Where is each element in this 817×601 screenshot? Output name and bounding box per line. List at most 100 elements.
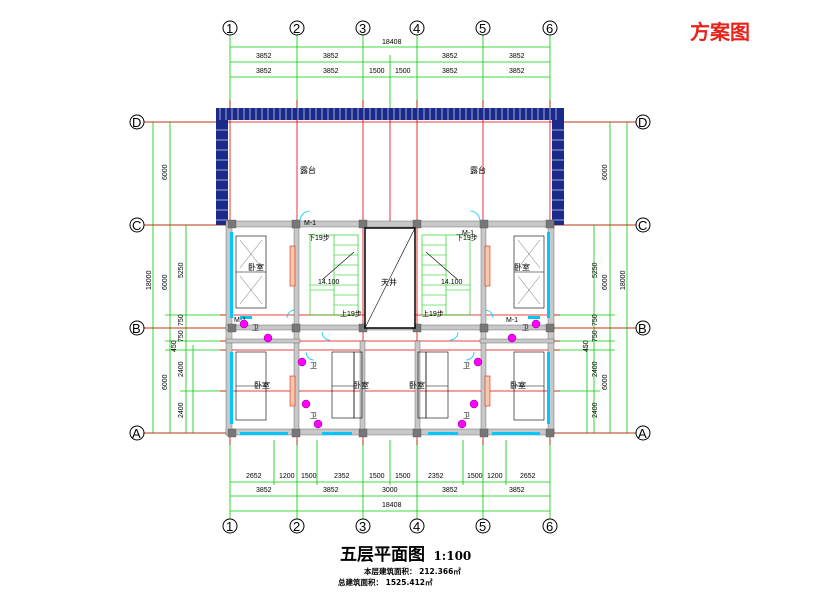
dim-right-2400b: 2400: [592, 402, 599, 418]
axis-row-B-left: B: [132, 321, 141, 336]
axis-col-4-bottom: 4: [413, 519, 420, 534]
total-area-label: 总建筑面积：: [338, 578, 383, 587]
dim-top2-5: 3852: [442, 68, 458, 75]
dim-right-750b: 750: [592, 330, 599, 342]
dim-right-5250: 5250: [592, 262, 599, 278]
windows: [230, 232, 550, 435]
dim-right-6000-top: 6000: [602, 164, 609, 180]
dim-top-1: 3852: [256, 53, 272, 60]
toilet-label-6: 卫: [463, 412, 470, 420]
dim-left-6000-bot: 6000: [162, 374, 169, 390]
bottom-dimensions: [229, 440, 551, 520]
toilet-label-1: 卫: [252, 324, 259, 332]
dim-bot2-5: 3852: [509, 487, 525, 494]
axis-col-2-top: 2: [293, 21, 300, 36]
floor-area-value: 212.366㎡: [419, 567, 461, 576]
bath-toilet-labels: 卫 卫 卫 卫 卫 卫: [252, 324, 529, 420]
dim-left-18000: 18000: [146, 270, 153, 290]
total-area-value: 1525.412㎡: [385, 578, 433, 587]
dim-bot2-4: 3852: [442, 487, 458, 494]
axis-col-6-bottom: 6: [546, 519, 553, 534]
dim-right-450: 450: [583, 340, 590, 352]
scheme-label: 方案图: [690, 20, 750, 44]
axis-col-4-top: 4: [413, 21, 420, 36]
dim-bot-1: 2652: [246, 473, 262, 480]
beds: [235, 235, 545, 421]
terrace-right-label: 露台: [470, 165, 486, 175]
left-dim-text: 6000 18000 6000 5250 750 750 450 6000 24…: [146, 164, 185, 418]
floor-area-line: 本层建筑面积： 212.366㎡: [364, 566, 461, 577]
axis-bubbles: [129, 20, 651, 534]
axis-row-C-right: C: [638, 218, 647, 233]
doors: [286, 210, 494, 361]
dim-right-2400a: 2400: [592, 361, 599, 377]
axis-row-C-left: C: [132, 218, 141, 233]
stair-left-up: 上19步: [340, 309, 362, 318]
dim-left-2400b: 2400: [178, 402, 185, 418]
dim-left-750b: 750: [178, 330, 185, 342]
floor-area-label: 本层建筑面积：: [364, 567, 417, 576]
stair-right-down: 下19步: [456, 234, 478, 242]
dim-bot-7: 2352: [428, 473, 444, 480]
drawing-title: 五层平面图: [340, 545, 425, 565]
bath-fixtures: [239, 319, 541, 429]
toilet-label-4: 卫: [463, 362, 470, 370]
wardrobes: [289, 245, 491, 407]
dim-bot-5: 1500: [369, 473, 385, 480]
axis-col-5-top: 5: [479, 21, 486, 36]
dim-bot-6: 1500: [395, 473, 411, 480]
right-dim-text: 6000 18000 6000 5250 750 750 450 6000 24…: [583, 164, 627, 418]
dim-right-6000-bot: 6000: [602, 374, 609, 390]
top-dim-text: 18408 3852 3852 3852 3852 3852 3852 1500…: [256, 39, 525, 75]
top-dimensions: [229, 30, 551, 110]
toilet-label-5: 卫: [310, 412, 317, 420]
axis-col-3-bottom: 3: [359, 519, 366, 534]
toilet-label-2: 卫: [522, 324, 529, 332]
dim-top-3: 3852: [442, 53, 458, 60]
axis-col-1-bottom: 1: [226, 519, 233, 534]
axis-col-5-bottom: 5: [479, 519, 486, 534]
bedroom-label-4: 卧室: [510, 380, 526, 390]
terrace-left-label: 露台: [300, 165, 316, 175]
dim-top2-6: 3852: [509, 68, 525, 75]
dim-top2-3: 1500: [369, 68, 385, 75]
dim-right-750a: 750: [592, 314, 599, 326]
dim-bot2-3: 3000: [382, 487, 398, 494]
drawing-title-block: 五层平面图 1:100: [340, 540, 471, 565]
elevation-left: 14.100: [318, 279, 340, 286]
dim-bot-10: 2652: [520, 473, 536, 480]
bedroom-label-5: 卧室: [353, 380, 369, 390]
stairs-right: [421, 234, 471, 316]
dim-right-6000-mid: 6000: [602, 274, 609, 290]
elevation-right: 14.100: [441, 279, 463, 286]
dim-top2-1: 3852: [256, 68, 272, 75]
total-area-line: 总建筑面积： 1525.412㎡: [338, 577, 433, 588]
axis-col-3-top: 3: [359, 21, 366, 36]
axis-row-A-right: A: [638, 426, 647, 441]
courtyard: [364, 227, 416, 329]
axis-labels: 1 2 3 4 5 6 1 2 3 4 5 6 D C B A D C B A: [132, 21, 647, 534]
dim-right-18000: 18000: [620, 270, 627, 290]
dim-bot-2: 1200: [279, 473, 295, 480]
axis-row-D-right: D: [638, 115, 647, 130]
stairs-left: [309, 234, 359, 316]
axis-col-6-top: 6: [546, 21, 553, 36]
dim-bot2-2: 3852: [323, 487, 339, 494]
door-m1-right-b: M-1: [506, 317, 518, 324]
door-m1-left: M-1: [304, 220, 316, 227]
dim-left-750a: 750: [178, 314, 185, 326]
dim-bot2-1: 3852: [256, 487, 272, 494]
dim-left-6000-top: 6000: [162, 164, 169, 180]
drawing-scale: 1:100: [433, 549, 472, 563]
bedroom-label-1: 卧室: [248, 262, 264, 272]
courtyard-label: 天井: [381, 277, 397, 287]
axis-row-B-right: B: [638, 321, 647, 336]
bedroom-label-2: 卧室: [514, 262, 530, 272]
stair-left-down: 下19步: [308, 234, 330, 242]
door-m1-left-b: M-1: [234, 317, 246, 324]
dim-bot-9: 1200: [487, 473, 503, 480]
stair-right-up: 上19步: [422, 309, 444, 318]
bottom-dim-text: 2652 1200 1500 2352 1500 1500 2352 1500 …: [246, 473, 536, 509]
axis-row-A-left: A: [132, 426, 141, 441]
